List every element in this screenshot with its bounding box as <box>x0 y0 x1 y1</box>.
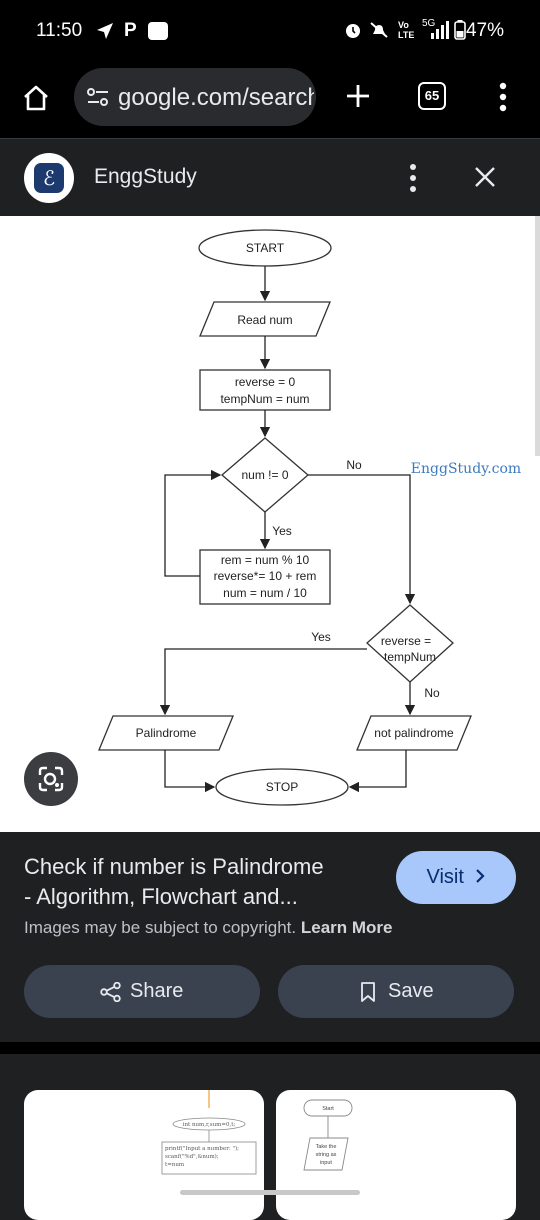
palindrome-node <box>98 715 234 751</box>
stop-node <box>215 768 349 806</box>
stop-label: STOP <box>266 780 298 794</box>
source-menu-icon[interactable] <box>408 163 418 193</box>
source-logo-letter: ℰ <box>34 163 64 193</box>
read-node <box>199 301 331 337</box>
loop-condition-label: num != 0 <box>241 468 288 482</box>
init-label-1: reverse = 0 <box>235 375 296 389</box>
yes-label-2: Yes <box>311 630 331 644</box>
chevron-right-icon <box>475 851 486 904</box>
lens-icon <box>37 765 65 793</box>
copyright-text: Images may be subject to copyright. <box>24 918 297 937</box>
google-lens-button[interactable] <box>24 752 78 806</box>
thumb2-step-2: string as <box>316 1152 337 1158</box>
palindrome-label: Palindrome <box>136 726 197 740</box>
save-button[interactable]: Save <box>278 965 514 1018</box>
no-label-1: No <box>346 458 362 472</box>
related-thumb-1[interactable]: int num,r,sum=0,t; printf("Input a numbe… <box>24 1090 264 1220</box>
home-icon[interactable] <box>22 84 50 112</box>
init-label-2: tempNum = num <box>220 392 309 406</box>
url-text: google.com/search <box>118 84 314 111</box>
close-icon[interactable] <box>474 166 496 188</box>
watermark-label: EnggStudy.com <box>411 461 521 477</box>
related-thumb-2[interactable]: Start Take the string as input <box>276 1090 516 1220</box>
body-label-2: reverse*= 10 + rem <box>214 569 317 583</box>
share-icon <box>100 982 122 1002</box>
source-name[interactable]: EnggStudy <box>94 165 197 188</box>
thumb1-line-1: int num,r,sum=0,t; <box>183 1122 236 1128</box>
source-header: ℰ EnggStudy <box>0 138 540 216</box>
save-label: Save <box>388 980 434 1002</box>
no-label-2: No <box>424 686 440 700</box>
thumb1-line-2: printf("Input a number: "); <box>165 1145 239 1152</box>
learn-more-link[interactable]: Learn More <box>300 918 393 937</box>
result-title-line-2: - Algorithm, Flowchart and... <box>24 884 298 909</box>
gesture-nav-handle[interactable] <box>180 1190 360 1195</box>
body-label-1: rem = num % 10 <box>221 553 310 567</box>
new-tab-icon[interactable] <box>344 82 372 110</box>
mute-icon <box>368 21 390 39</box>
parking-icon: P <box>124 20 137 41</box>
paytm-icon <box>148 22 168 40</box>
thumb1-line-3: scanf("%d",&num); <box>165 1153 219 1160</box>
compare-label-2: tempNum <box>384 650 436 664</box>
visit-label: Visit <box>426 866 464 888</box>
network-type: 5G <box>422 18 436 29</box>
result-image[interactable]: START Read num reverse = 0 tempNum = num… <box>0 216 540 832</box>
copyright-notice: Images may be subject to copyright. Lear… <box>24 918 393 938</box>
not-palindrome-node <box>356 715 472 751</box>
yes-label-1: Yes <box>272 524 292 538</box>
share-label: Share <box>130 980 184 1002</box>
thumb2-step-1: Take the <box>316 1144 337 1150</box>
battery-icon <box>454 20 466 40</box>
alarm-icon <box>344 21 362 39</box>
share-button[interactable]: Share <box>24 965 260 1018</box>
status-time: 11:50 <box>36 20 83 41</box>
navigation-icon <box>96 22 114 40</box>
bookmark-icon <box>360 982 376 1002</box>
more-options-icon[interactable] <box>498 82 508 112</box>
thumb2-step-3: input <box>320 1160 332 1166</box>
body-label-3: num = num / 10 <box>223 586 307 600</box>
visit-button[interactable]: Visit <box>396 851 516 904</box>
browser-toolbar: google.com/search 65 <box>0 62 540 138</box>
flowchart-diagram: START Read num reverse = 0 tempNum = num… <box>98 216 540 806</box>
related-images: int num,r,sum=0,t; printf("Input a numbe… <box>0 1042 540 1220</box>
body-node <box>199 549 331 605</box>
thumb2-start: Start <box>322 1106 334 1112</box>
signal-icon <box>430 21 450 39</box>
compare-label-1: reverse = <box>381 634 431 648</box>
read-label: Read num <box>237 313 292 327</box>
address-bar[interactable]: google.com/search <box>74 68 316 126</box>
not-palindrome-label: not palindrome <box>374 726 454 740</box>
result-title[interactable]: Check if number is Palindrome - Algorith… <box>24 852 384 912</box>
result-title-line-1: Check if number is Palindrome <box>24 854 324 879</box>
source-logo[interactable]: ℰ <box>24 153 74 203</box>
tab-switcher-button[interactable]: 65 <box>418 82 446 110</box>
battery-percent: 47% <box>465 20 504 41</box>
site-settings-icon[interactable] <box>86 87 110 107</box>
start-label: START <box>246 241 285 255</box>
thumb1-line-4: t=num <box>165 1162 185 1168</box>
